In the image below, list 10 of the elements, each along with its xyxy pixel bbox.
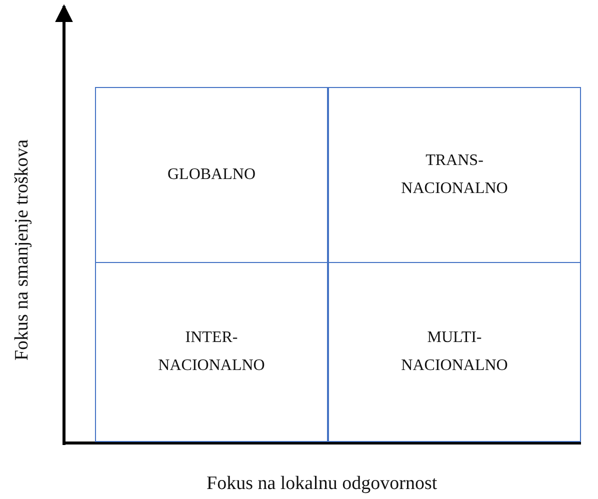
matrix-quadrant: [328, 262, 581, 442]
quadrant-label: TRANS- NACIONALNO: [400, 151, 509, 199]
matrix-quadrant: [328, 87, 581, 263]
quadrant-label: MULTI- NACIONALNO: [400, 328, 509, 376]
y-axis-title: Fokus na smanjenje troškova: [11, 139, 34, 361]
quadrant-label: GLOBALNO: [168, 165, 256, 185]
matrix-quadrant: [95, 87, 328, 263]
quadrant-label: INTER- NACIONALNO: [157, 328, 266, 376]
x-axis-title: Fokus na lokalnu odgovornost: [206, 473, 438, 495]
matrix-quadrant: [95, 262, 328, 442]
